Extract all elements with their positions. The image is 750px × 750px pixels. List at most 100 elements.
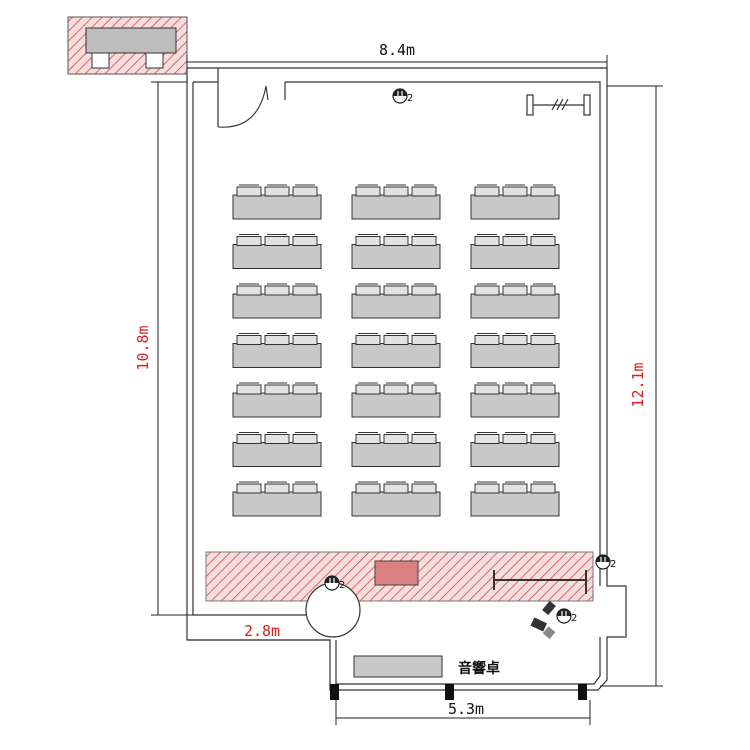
- speaker-icon: 2: [392, 88, 413, 104]
- table-with-chairs: [470, 234, 560, 269]
- table-with-chairs: [232, 333, 322, 368]
- chair: [411, 285, 437, 296]
- table: [351, 244, 441, 269]
- table: [232, 343, 322, 368]
- chair: [474, 483, 500, 494]
- chair: [383, 483, 409, 494]
- chair: [530, 434, 556, 444]
- chair: [530, 236, 556, 246]
- table: [470, 392, 560, 418]
- speaker-icon: 2: [556, 608, 577, 624]
- table: [232, 194, 322, 220]
- chair: [411, 483, 437, 494]
- table-with-chairs: [470, 432, 560, 467]
- chair: [474, 434, 500, 444]
- chair: [264, 236, 290, 246]
- table-with-chairs: [232, 283, 322, 319]
- chair: [383, 186, 409, 197]
- chair: [530, 186, 556, 197]
- chair: [502, 434, 528, 444]
- table: [351, 293, 441, 319]
- table: [351, 442, 441, 467]
- table-with-chairs: [470, 481, 560, 517]
- wall-rack: [526, 94, 591, 116]
- chair: [355, 186, 381, 197]
- chair: [236, 483, 262, 494]
- chair: [502, 236, 528, 246]
- chair: [292, 483, 318, 494]
- chair: [236, 285, 262, 296]
- chair: [292, 285, 318, 296]
- dim-lower-left-width: 2.8m: [244, 622, 280, 640]
- table-with-chairs: [351, 382, 441, 418]
- chair: [236, 186, 262, 197]
- table-with-chairs: [351, 234, 441, 269]
- table: [232, 491, 322, 517]
- chair: [292, 186, 318, 197]
- chair: [292, 236, 318, 246]
- stage-area: [205, 551, 594, 602]
- chair: [236, 434, 262, 444]
- table-with-chairs: [232, 481, 322, 517]
- chair: [530, 483, 556, 494]
- chair: [355, 285, 381, 296]
- camera-icon: [530, 600, 556, 640]
- chair: [502, 285, 528, 296]
- chair: [502, 335, 528, 345]
- chair: [411, 236, 437, 246]
- chair: [292, 434, 318, 444]
- chair: [355, 236, 381, 246]
- chair: [474, 186, 500, 197]
- chair: [411, 335, 437, 345]
- chair: [530, 285, 556, 296]
- dim-bottom-width: 5.3m: [448, 700, 484, 718]
- chair: [264, 384, 290, 395]
- table-with-chairs: [351, 283, 441, 319]
- chair: [474, 384, 500, 395]
- mic-number: 2: [407, 93, 413, 104]
- chair: [530, 335, 556, 345]
- table-with-chairs: [470, 333, 560, 368]
- chair: [502, 384, 528, 395]
- table: [232, 392, 322, 418]
- table-with-chairs: [232, 382, 322, 418]
- chair: [355, 434, 381, 444]
- table-with-chairs: [470, 283, 560, 319]
- mic-number: 2: [339, 580, 345, 591]
- chair: [383, 384, 409, 395]
- chair: [383, 236, 409, 246]
- table: [351, 343, 441, 368]
- table: [351, 194, 441, 220]
- chair: [383, 285, 409, 296]
- chair: [292, 335, 318, 345]
- chair: [264, 186, 290, 197]
- table: [470, 293, 560, 319]
- dim-top-width: 8.4m: [379, 41, 415, 59]
- mic-number: 2: [571, 613, 577, 624]
- chair: [236, 236, 262, 246]
- speaker-icon: 2: [595, 554, 616, 570]
- table: [232, 293, 322, 319]
- table-with-chairs: [351, 184, 441, 220]
- table: [351, 392, 441, 418]
- chair: [383, 335, 409, 345]
- chair: [264, 285, 290, 296]
- table-with-chairs: [470, 184, 560, 220]
- table: [470, 244, 560, 269]
- chair: [264, 483, 290, 494]
- table: [232, 244, 322, 269]
- table: [470, 442, 560, 467]
- table-with-chairs: [470, 382, 560, 418]
- chair: [355, 335, 381, 345]
- chair: [530, 384, 556, 395]
- table: [470, 343, 560, 368]
- table-grid: [232, 184, 560, 517]
- chair: [236, 384, 262, 395]
- chair: [502, 483, 528, 494]
- table-with-chairs: [232, 234, 322, 269]
- chair: [474, 285, 500, 296]
- chair: [411, 384, 437, 395]
- bottom-pillars: [330, 684, 587, 700]
- chair: [292, 384, 318, 395]
